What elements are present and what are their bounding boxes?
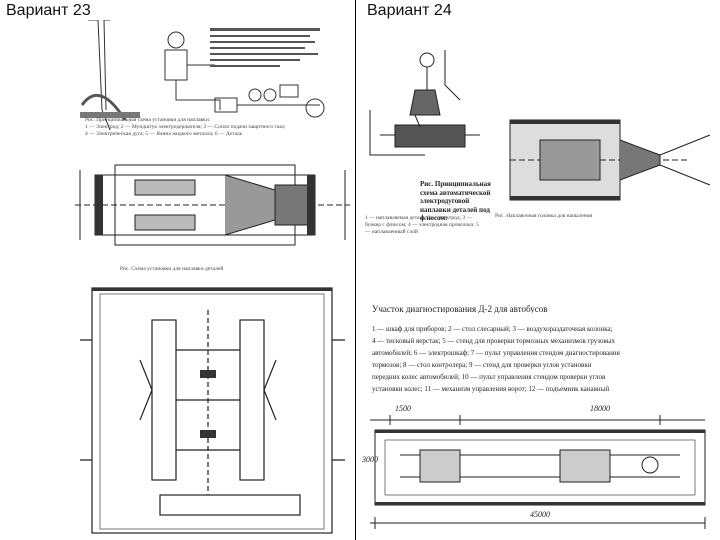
legend-line-5: передних колес автомобилей; 10 — пульт у… [372, 373, 606, 381]
spray-head-section [509, 119, 711, 201]
variant-24-title: Вариант 24 [367, 2, 452, 19]
dim-18000: 18000 [590, 404, 610, 413]
figure-top-caption: Рис. Принципиальная схема установки для … [85, 117, 286, 137]
column-divider [355, 0, 356, 540]
diagnostic-bay-plan [370, 415, 706, 529]
flux-welding-legend: 1 — наплавляемая деталь; 2 — электрод; 3… [365, 215, 479, 235]
legend-line-1: 1 — шкаф для приборов; 2 — стол слесарны… [372, 325, 613, 333]
spray-head-caption: Рис. Наплавочная головка для напыления [495, 213, 593, 219]
welding-setup-schematic [80, 20, 325, 131]
legend-line-3: автомобилей; 6 — электрошкаф; 7 — пульт … [372, 349, 620, 357]
figure-mid-caption: Рис. Схема установки для наплавки детале… [120, 266, 224, 272]
legend-line-6: установки колес; 11 — механизм управлени… [372, 385, 610, 393]
legend-line-4: тормозов; 8 — стол контролера; 9 — стенд… [372, 361, 592, 369]
variant-23-title: Вариант 23 [6, 2, 91, 19]
dim-45000: 45000 [530, 510, 550, 519]
longitudinal-section-drawing [75, 164, 350, 246]
plan-heading: Участок диагностирования Д-2 для автобус… [372, 305, 548, 313]
flux-welding-caption: Рис. Принципиальная схема автоматической… [420, 180, 491, 222]
dim-3000: 3000 [362, 455, 378, 464]
legend-line-2: 4 — тисковый верстак; 5 — стенд для пров… [372, 337, 616, 345]
flux-welding-schematic [369, 50, 480, 156]
dim-1500: 1500 [395, 404, 411, 413]
floor-plan-drawing [80, 287, 345, 534]
